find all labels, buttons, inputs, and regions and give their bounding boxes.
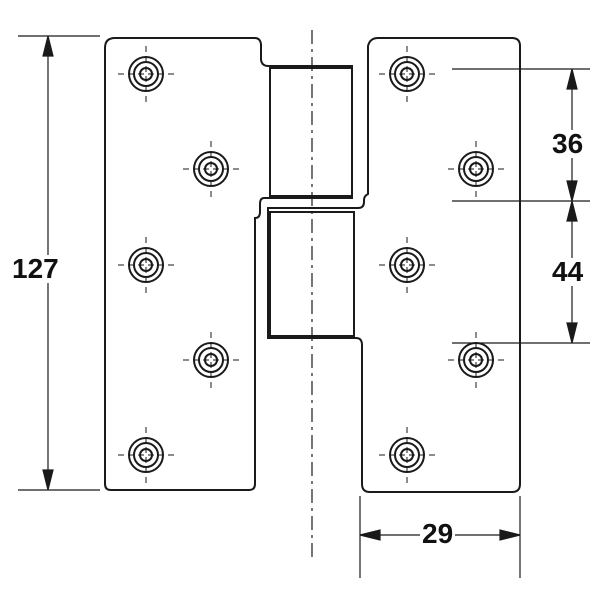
right-leaf-holes — [379, 46, 504, 483]
screw-hole — [118, 427, 174, 483]
screw-hole — [448, 141, 504, 197]
left-knuckle — [269, 67, 353, 197]
width-dimension-label: 29 — [420, 518, 456, 549]
right-knuckle — [269, 211, 355, 337]
screw-hole — [379, 427, 435, 483]
left-leaf-holes — [118, 46, 239, 483]
screw-hole — [118, 46, 174, 102]
screw-hole — [118, 237, 174, 293]
left-leaf — [104, 37, 353, 491]
lower-spacing-label: 44 — [550, 256, 586, 287]
height-dimension-label: 127 — [10, 253, 61, 284]
screw-hole — [448, 332, 504, 388]
screw-hole — [379, 46, 435, 102]
screw-hole — [183, 141, 239, 197]
screw-hole — [183, 332, 239, 388]
upper-spacing-label: 36 — [550, 128, 586, 159]
screw-hole — [379, 237, 435, 293]
hole-spacing-dimensions — [452, 68, 590, 344]
right-leaf — [267, 37, 521, 493]
